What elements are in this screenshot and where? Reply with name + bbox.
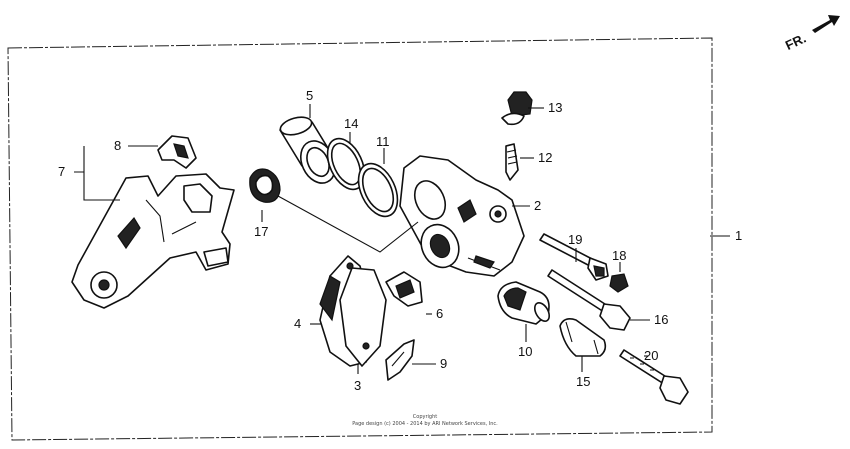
label-18[interactable]: 18 xyxy=(612,248,626,263)
label-17[interactable]: 17 xyxy=(254,224,268,239)
label-1[interactable]: 1 xyxy=(735,228,742,243)
pad-shim xyxy=(385,339,415,381)
label-5[interactable]: 5 xyxy=(306,88,313,103)
leader-lines xyxy=(74,104,730,374)
slide-pin-boot xyxy=(497,281,551,325)
pin-sleeve xyxy=(559,318,607,357)
label-7[interactable]: 7 xyxy=(58,164,65,179)
caliper-bracket xyxy=(71,173,235,309)
label-8[interactable]: 8 xyxy=(114,138,121,153)
front-direction-marker: FR. xyxy=(783,15,840,53)
bleeder-cap xyxy=(501,91,533,126)
label-14[interactable]: 14 xyxy=(344,116,358,131)
front-direction-label: FR. xyxy=(783,30,808,52)
slide-pin xyxy=(539,233,609,281)
label-9[interactable]: 9 xyxy=(440,356,447,371)
brake-pad-pair xyxy=(319,255,387,367)
pad-retainer-clip xyxy=(385,271,423,307)
label-10[interactable]: 10 xyxy=(518,344,532,359)
assembly-frame xyxy=(7,37,713,441)
mounting-bolt xyxy=(619,349,689,405)
label-3[interactable]: 3 xyxy=(354,378,361,393)
bleed-valve xyxy=(505,143,519,181)
label-20[interactable]: 20 xyxy=(644,348,658,363)
piston-seal-inner xyxy=(361,167,395,213)
label-15[interactable]: 15 xyxy=(576,374,590,389)
assembly-line xyxy=(277,195,419,253)
copyright-title: Copyright xyxy=(413,414,437,420)
pad-spring-clip xyxy=(157,135,197,169)
label-2[interactable]: 2 xyxy=(534,198,541,213)
label-13[interactable]: 13 xyxy=(548,100,562,115)
copyright-text: Page design (c) 2004 - 2014 by ARI Netwo… xyxy=(352,421,498,427)
piston-boot xyxy=(249,168,281,203)
label-19[interactable]: 19 xyxy=(568,232,582,247)
label-6[interactable]: 6 xyxy=(436,306,443,321)
pin-bolt xyxy=(547,269,631,331)
dust-seal-inner xyxy=(330,142,362,186)
label-4[interactable]: 4 xyxy=(294,316,301,331)
caliper-body xyxy=(399,155,525,277)
front-arrow-icon xyxy=(812,15,840,33)
label-11[interactable]: 11 xyxy=(376,134,390,149)
pin-cap xyxy=(609,273,629,293)
label-12[interactable]: 12 xyxy=(538,150,552,165)
label-16[interactable]: 16 xyxy=(654,312,668,327)
